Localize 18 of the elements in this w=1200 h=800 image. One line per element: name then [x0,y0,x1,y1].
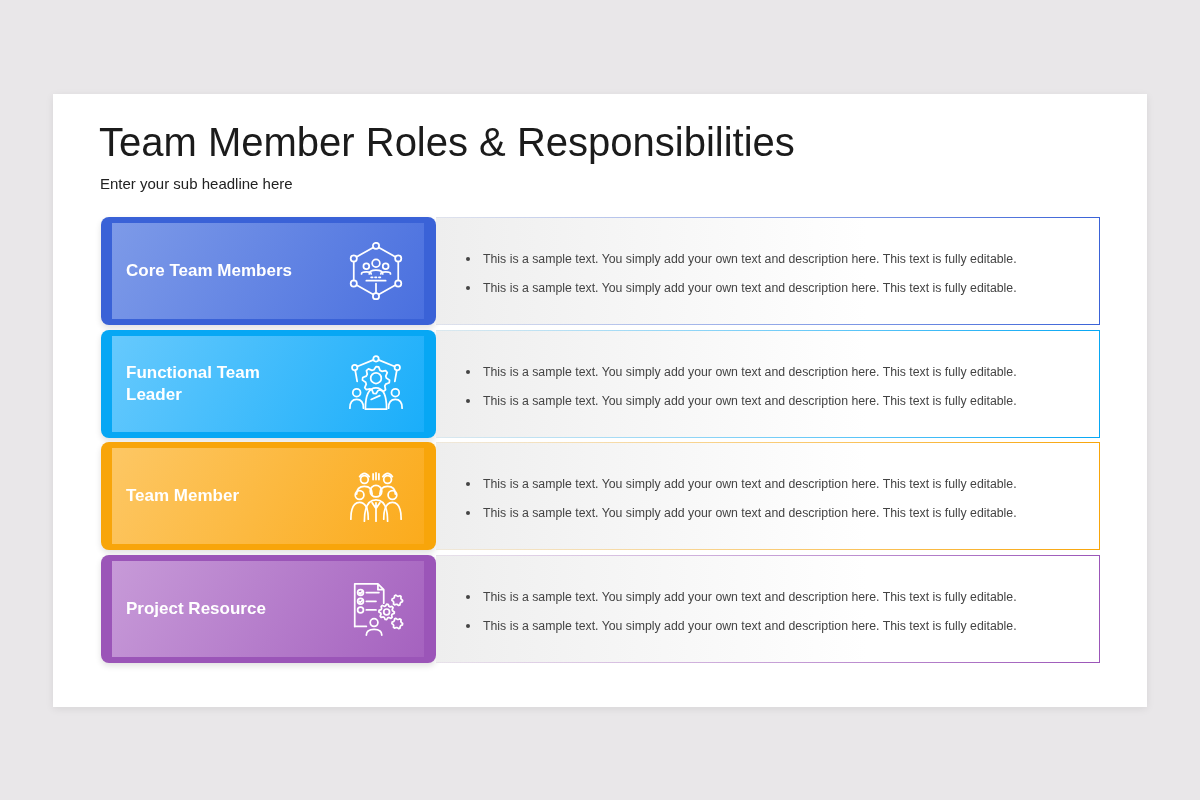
role-title: Project Resource [126,598,266,620]
bullet-text: This is a sample text. You simply add your own text and description here. This text is fully editable. [483,280,1017,297]
role-title: Core Team Members [126,260,292,282]
slide-title: Team Member Roles & Responsibilities [99,119,795,166]
text-panel [436,330,1100,438]
bullet-text: This is a sample text. You simply add your own text and description here. This text is fully editable. [483,393,1017,410]
bullet-text: This is a sample text. You simply add your own text and description here. This text is fully editable. [483,251,1017,268]
role-title: Functional Team Leader [126,362,261,406]
text-panel [436,442,1100,550]
bullet-text: This is a sample text. You simply add your own text and description here. This text is fully editable. [483,589,1017,606]
bullet-text: This is a sample text. You simply add your own text and description here. This text is fully editable. [483,505,1017,522]
text-panel [436,217,1100,325]
bullet-text: This is a sample text. You simply add your own text and description here. This text is fully editable. [483,618,1017,635]
role-title: Team Member [126,485,240,507]
subtitle: Enter your sub headline here [100,174,293,193]
text-panel [436,555,1100,663]
bullet-text: This is a sample text. You simply add your own text and description here. This text is fully editable. [483,364,1017,381]
bullet-text: This is a sample text. You simply add your own text and description here. This text is fully editable. [483,476,1017,493]
